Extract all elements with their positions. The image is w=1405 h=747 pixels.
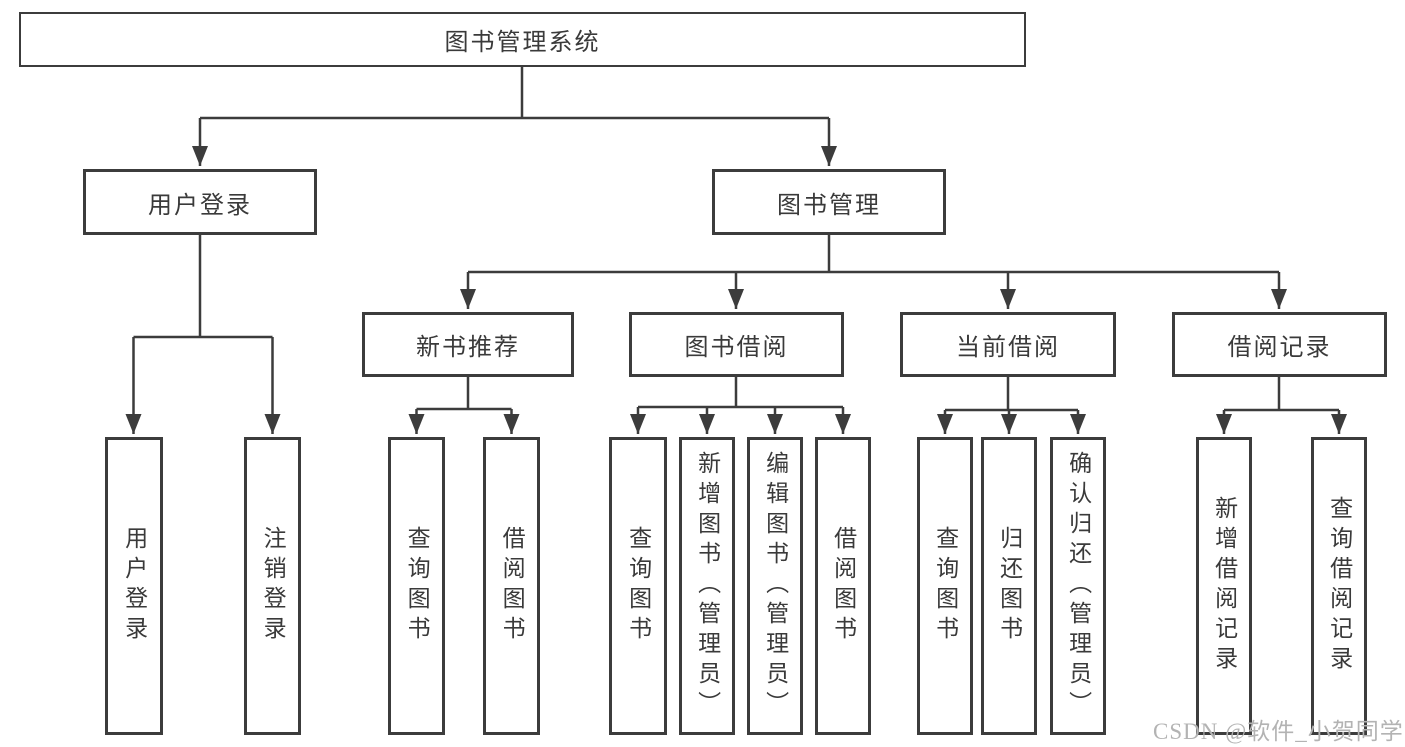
leaf-br-query-record: 查询借阅记录 (1311, 437, 1367, 735)
connector-book-management-to-level3 (460, 235, 1287, 309)
leaf-bb-edit-book-admin-label: 编辑图书（管理员） (762, 451, 788, 721)
leaf-bb-borrow-books-label: 借阅图书 (830, 526, 856, 646)
leaf-cb-return-books-label: 归还图书 (996, 526, 1022, 646)
leaf-bb-add-book-admin-label: 新增图书（管理员） (694, 451, 720, 721)
leaf-cb-query-books-label: 查询图书 (932, 526, 958, 646)
node-borrowing-records-label: 借阅记录 (1227, 335, 1332, 361)
node-book-management: 图书管理 (712, 169, 946, 235)
node-current-borrowing-label: 当前借阅 (956, 335, 1060, 361)
leaf-bb-query-books: 查询图书 (609, 437, 667, 735)
node-new-book-recommendation-label: 新书推荐 (416, 335, 520, 361)
leaf-cb-confirm-return-admin-label: 确认归还（管理员） (1065, 451, 1091, 721)
node-borrowing-records: 借阅记录 (1172, 312, 1387, 377)
leaf-user-login: 用户登录 (105, 437, 163, 735)
leaf-logout: 注销登录 (244, 437, 301, 735)
connector-user-login-children (125, 235, 281, 434)
leaf-nb-borrow-books: 借阅图书 (483, 437, 540, 735)
leaf-bb-borrow-books: 借阅图书 (815, 437, 871, 735)
node-user-login-label: 用户登录 (148, 192, 252, 219)
leaf-cb-return-books: 归还图书 (981, 437, 1037, 735)
node-new-book-recommendation: 新书推荐 (362, 312, 574, 377)
leaf-bb-query-books-label: 查询图书 (625, 526, 651, 646)
leaf-user-login-label: 用户登录 (121, 526, 147, 646)
node-root-system: 图书管理系统 (19, 12, 1026, 67)
leaf-nb-query-books-label: 查询图书 (404, 526, 430, 646)
node-book-borrowing: 图书借阅 (629, 312, 844, 377)
leaf-nb-query-books: 查询图书 (388, 437, 445, 735)
connector-current-borrowing-children (937, 377, 1086, 434)
connector-borrowing-records-children (1216, 377, 1347, 434)
connector-new-book-children (408, 377, 520, 434)
leaf-cb-confirm-return-admin: 确认归还（管理员） (1050, 437, 1106, 735)
watermark: CSDN @软件_小贺同学 (1153, 719, 1404, 744)
node-current-borrowing: 当前借阅 (900, 312, 1116, 377)
leaf-br-add-record: 新增借阅记录 (1196, 437, 1252, 735)
leaf-bb-add-book-admin: 新增图书（管理员） (679, 437, 735, 735)
connector-root-to-level2 (192, 66, 837, 166)
node-root-system-label: 图书管理系统 (444, 30, 601, 56)
node-user-login: 用户登录 (83, 169, 317, 235)
leaf-br-query-record-label: 查询借阅记录 (1326, 496, 1352, 676)
node-book-management-label: 图书管理 (777, 192, 881, 219)
leaf-nb-borrow-books-label: 借阅图书 (499, 526, 525, 646)
node-book-borrowing-label: 图书借阅 (684, 335, 789, 361)
leaf-br-add-record-label: 新增借阅记录 (1211, 496, 1237, 676)
leaf-bb-edit-book-admin: 编辑图书（管理员） (747, 437, 803, 735)
connector-book-borrowing-children (630, 377, 851, 434)
leaf-cb-query-books: 查询图书 (917, 437, 973, 735)
leaf-logout-label: 注销登录 (260, 526, 286, 646)
